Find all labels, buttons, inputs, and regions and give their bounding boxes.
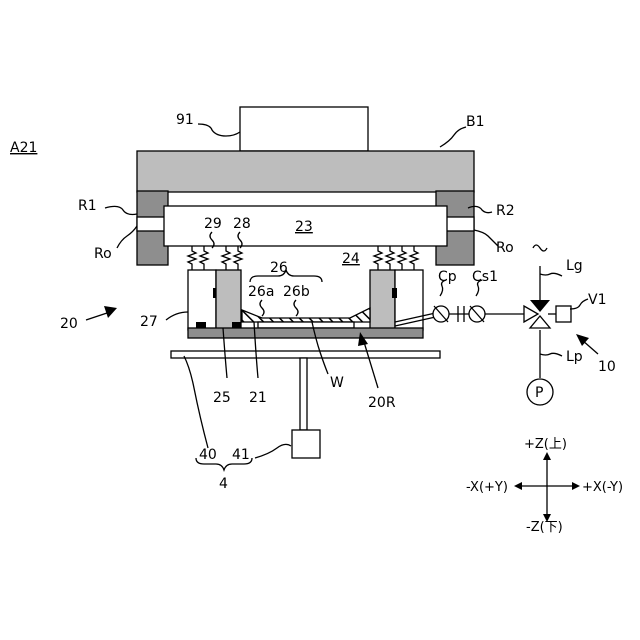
label-r2: R2 [496,203,515,219]
label-pump: P [535,385,543,401]
label-b1: B1 [466,114,485,130]
label-cs1: Cs1 [472,269,498,285]
wafer-w [258,322,354,328]
label-91: 91 [176,112,194,128]
springs-left [188,246,242,270]
label-w: W [330,375,344,391]
label-lp: Lp [566,349,583,365]
label-40: 40 [199,447,217,463]
axis-right: +X(-Y) [582,480,623,495]
axis-up: +Z(上) [524,437,567,452]
label-28: 28 [233,216,251,232]
label-4: 4 [219,476,228,492]
label-ro-right: Ro [496,240,514,256]
label-26b: 26b [283,284,310,300]
figure-id: A21 [10,140,37,156]
label-10: 10 [598,359,616,375]
label-ro-left: Ro [94,246,112,262]
label-29: 29 [204,216,222,232]
stage-40 [171,351,440,358]
film-26 [242,308,370,322]
label-cp: Cp [438,269,457,285]
springs-right [374,246,418,270]
label-23: 23 [295,219,313,235]
clamp-right [370,270,395,330]
arrow-20r [358,332,378,388]
label-21: 21 [249,390,267,406]
label-r1: R1 [78,198,97,214]
label-41: 41 [232,447,250,463]
label-25: 25 [213,390,231,406]
axis-left: -X(+Y) [466,480,508,495]
label-27: 27 [140,314,158,330]
clamp-25 [216,270,241,330]
block-91 [240,107,368,151]
label-20r: 20R [368,395,396,411]
label-lg: Lg [566,258,583,274]
seal-clamp [232,322,241,328]
seal-right-top [392,288,397,298]
label-26a: 26a [248,284,274,300]
shaft [300,358,307,430]
valve-v1-top [530,300,550,312]
label-20: 20 [60,316,78,332]
label-26: 26 [270,260,288,276]
label-v1: V1 [588,292,606,308]
actuator-41 [292,430,320,458]
block-27 [188,270,216,330]
seal-left-bottom [196,322,206,328]
valve-v1-bottom [530,316,550,328]
valve-v1-left [524,306,538,322]
axis-down: -Z(下) [526,520,563,535]
housing-b1 [137,151,474,192]
arrow-20 [86,306,117,320]
label-24: 24 [342,251,360,267]
direction-indicator [514,452,580,522]
